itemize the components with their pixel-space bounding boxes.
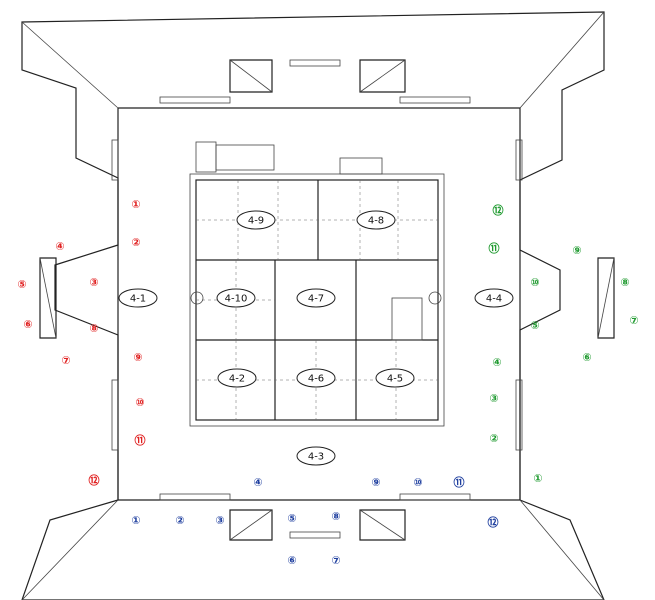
room-label: 4-8 [368, 216, 384, 227]
room-4-3: 4-3 [296, 446, 336, 466]
blue-marker-5: ⑤ [287, 512, 296, 525]
green-marker-1: ① [533, 472, 542, 485]
blue-marker-6: ⑥ [287, 554, 296, 567]
room-badge [216, 288, 256, 308]
room-badge [375, 368, 415, 388]
green-marker-8: ⑧ [620, 276, 629, 289]
room-4-6: 4-6 [296, 368, 336, 388]
room-label: 4-4 [486, 294, 502, 305]
room-badge [296, 368, 336, 388]
red-marker-6: ⑥ [23, 318, 32, 331]
room-4-8: 4-8 [356, 210, 396, 230]
room-label: 4-10 [225, 294, 248, 305]
room-badge [217, 368, 257, 388]
room-label: 4-7 [308, 294, 324, 305]
blue-marker-10: ⑩ [413, 476, 422, 489]
red-marker-3: ③ [89, 276, 98, 289]
red-marker-4: ④ [55, 240, 64, 253]
room-label: 4-3 [308, 452, 324, 463]
green-marker-11: ⑪ [489, 241, 500, 255]
room-labels: 4-1 4-2 4-3 4-4 4-5 4-6 4-7 4-8 4-9 4-10 [118, 210, 514, 466]
red-marker-11: ⑪ [135, 433, 146, 447]
room-4-10: 4-10 [216, 288, 256, 308]
room-label: 4-5 [387, 374, 403, 385]
blue-marker-12: ⑫ [488, 515, 499, 529]
green-marker-6: ⑥ [582, 351, 591, 364]
blue-marker-9: ⑨ [371, 476, 380, 489]
green-marker-5: ⑤ [530, 319, 539, 332]
blue-marker-7: ⑦ [331, 554, 340, 567]
room-badge [356, 210, 396, 230]
red-marker-2: ② [131, 236, 140, 249]
room-4-4: 4-4 [474, 288, 514, 308]
blue-marker-4: ④ [253, 476, 262, 489]
blue-marker-11: ⑪ [454, 475, 465, 489]
room-4-5: 4-5 [375, 368, 415, 388]
blue-marker-2: ② [175, 514, 184, 527]
green-marker-2: ② [489, 432, 498, 445]
blue-marker-3: ③ [215, 514, 224, 527]
room-label: 4-9 [248, 216, 264, 227]
red-marker-12: ⑫ [89, 473, 100, 487]
red-marker-10: ⑩ [135, 396, 144, 409]
room-4-2: 4-2 [217, 368, 257, 388]
room-label: 4-6 [308, 374, 324, 385]
red-marker-8: ⑧ [89, 322, 98, 335]
green-marker-12: ⑫ [493, 203, 504, 217]
green-marker-4: ④ [492, 356, 501, 369]
green-marker-9: ⑨ [572, 244, 581, 257]
room-badge [296, 446, 336, 466]
viewpoint-markers: ① ② ③ ④ ⑤ ⑥ ⑦ ⑧ ⑨ ⑩ ⑪ ⑫ ① ② ③ ④ ⑤ ⑥ ⑦ ⑧ ⑨ ⑩ ⑪ ⑫ ① ② ③ ④ ⑤ ⑥ ⑦ ⑧ ⑨ ⑩ ⑪ ⑫ [17, 198, 638, 567]
green-marker-7: ⑦ [629, 314, 638, 327]
room-4-7: 4-7 [296, 288, 336, 308]
room-4-9: 4-9 [236, 210, 276, 230]
green-marker-3: ③ [489, 392, 498, 405]
room-badge [296, 288, 336, 308]
red-marker-9: ⑨ [133, 351, 142, 364]
red-marker-1: ① [131, 198, 140, 211]
blue-marker-8: ⑧ [331, 510, 340, 523]
red-marker-7: ⑦ [61, 354, 70, 367]
blue-marker-1: ① [131, 514, 140, 527]
room-label: 4-1 [130, 294, 146, 305]
red-marker-5: ⑤ [17, 278, 26, 291]
room-badge [474, 288, 514, 308]
room-badge [118, 288, 158, 308]
room-4-1: 4-1 [118, 288, 158, 308]
windows [111, 59, 523, 539]
room-label: 4-2 [229, 374, 245, 385]
corridor-ring [189, 141, 445, 427]
green-marker-10: ⑩ [530, 276, 539, 289]
room-badge [236, 210, 276, 230]
